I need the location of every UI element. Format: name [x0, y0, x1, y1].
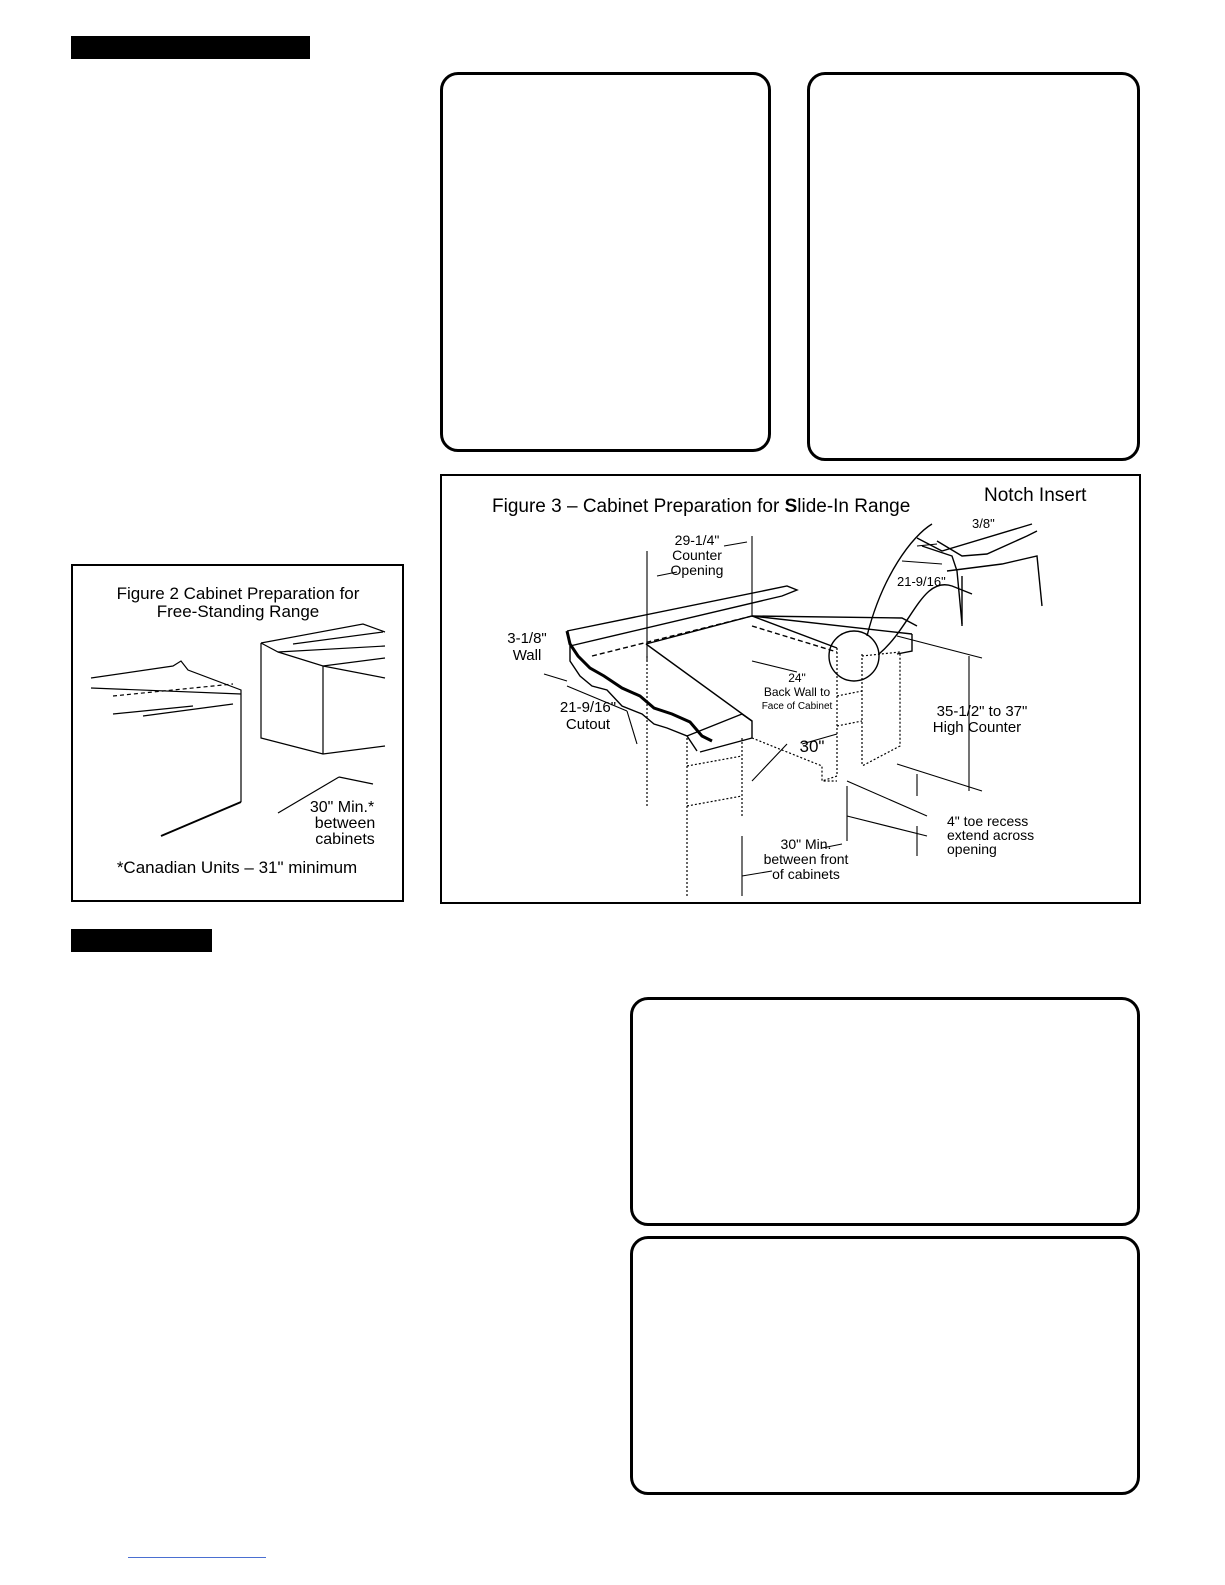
- back-wall-dim: 24": [788, 671, 806, 685]
- cabinet-drawing: [646, 648, 901, 896]
- back-wall-label2: Face of Cabinet: [762, 701, 833, 712]
- counter-opening-dim: 29-1/4": [675, 532, 720, 548]
- notch-3-8-dim: 3/8": [972, 516, 995, 531]
- toe-recess-line1: 4" toe recess: [947, 813, 1028, 829]
- section-header-bar-top: [71, 36, 310, 59]
- high-counter-label: High Counter: [933, 719, 1021, 736]
- figure-2-min-line3: cabinets: [315, 831, 375, 848]
- figure-3-slide-in-range: Figure 3 – Cabinet Preparation for Slide…: [440, 474, 1141, 904]
- width-30-dim: 30": [800, 737, 825, 756]
- content-panel-bottom-lower: [630, 1236, 1140, 1495]
- countertop-drawing: [565, 585, 918, 753]
- notch-insert-title: Notch Insert: [984, 485, 1087, 506]
- min-distance-arrow: [277, 776, 374, 814]
- wall-label: Wall: [513, 647, 542, 664]
- figure-3-illustration: Figure 3 – Cabinet Preparation for Slide…: [492, 485, 1087, 896]
- notch-21-9-16-dim: 21-9/16": [897, 574, 946, 589]
- figure-2-min-line1: 30" Min.*: [310, 799, 374, 816]
- cutout-label: Cutout: [566, 716, 611, 733]
- notch-magnifier: [828, 523, 1043, 682]
- right-cabinet-drawing: [260, 623, 386, 755]
- front-min-line3: of cabinets: [772, 866, 840, 882]
- content-panel-top-left: [440, 72, 771, 452]
- figure-2-illustration: Figure 2 Cabinet Preparation for Free-St…: [90, 584, 386, 877]
- content-panel-top-right: [807, 72, 1140, 461]
- content-panel-bottom-upper: [630, 997, 1140, 1226]
- cutout-dim: 21-9/16": [560, 699, 616, 716]
- back-wall-label1: Back Wall to: [764, 685, 831, 699]
- figure-2-title-line2: Free-Standing Range: [157, 602, 320, 621]
- dimension-lines: [543, 536, 983, 896]
- figure-2-min-line2: between: [315, 815, 376, 832]
- footer-link-underline: [128, 1557, 266, 1558]
- figure-2-free-standing-range: Figure 2 Cabinet Preparation for Free-St…: [71, 564, 404, 902]
- counter-opening-label1: Counter: [672, 547, 722, 563]
- counter-opening-label2: Opening: [671, 562, 724, 578]
- section-header-bar-middle: [71, 929, 212, 952]
- left-cabinet-drawing: [90, 660, 242, 837]
- figure-2-footnote: *Canadian Units – 31" minimum: [117, 858, 357, 877]
- toe-recess-line3: opening: [947, 841, 997, 857]
- toe-recess-line2: extend across: [947, 827, 1034, 843]
- figure-3-title: Figure 3 – Cabinet Preparation for Slide…: [492, 496, 910, 517]
- front-min-line2: between front: [764, 851, 849, 867]
- high-counter-dim: 35-1/2" to 37": [937, 703, 1028, 720]
- figure-2-title-line1: Figure 2 Cabinet Preparation for: [117, 584, 360, 603]
- front-min-line1: 30" Min.: [781, 836, 832, 852]
- wall-dim: 3-1/8": [507, 630, 547, 647]
